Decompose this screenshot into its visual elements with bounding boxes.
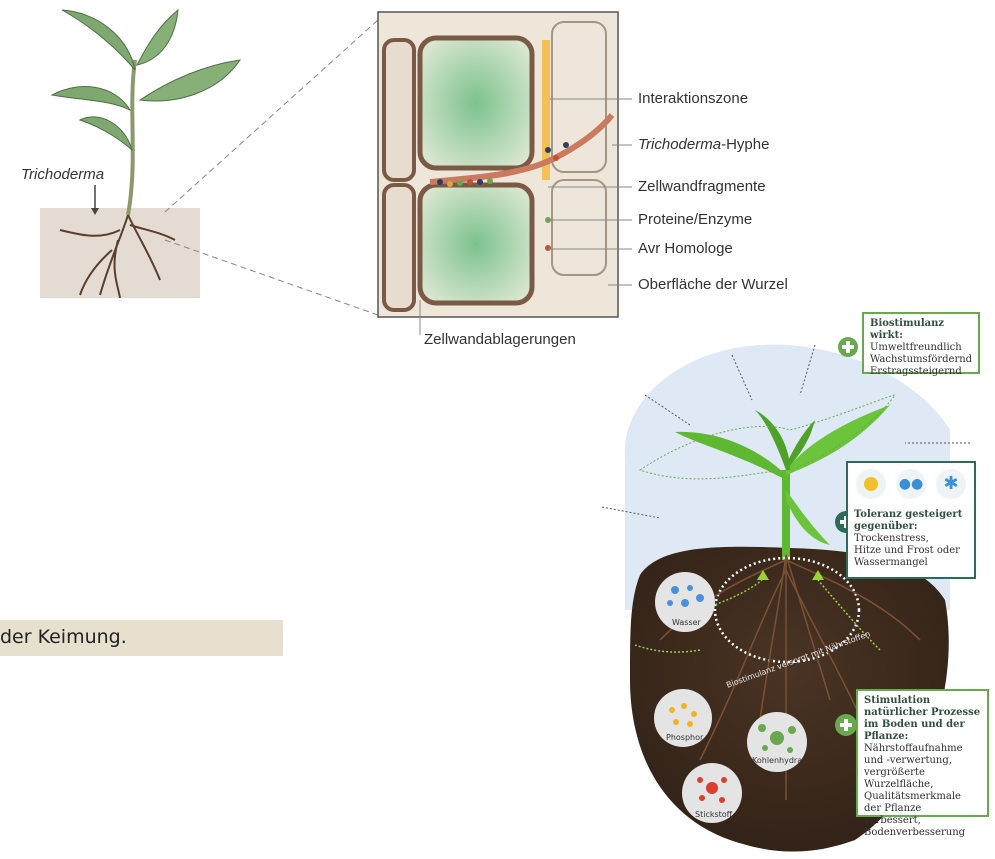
callout-text: -Hyphe [721, 136, 769, 153]
callout-cell-wall-fragments: Zellwandfragmente [638, 178, 766, 195]
plant-cell [420, 185, 532, 303]
box-line: vergrößerte Wurzelfläche, [864, 767, 981, 791]
leaf [137, 10, 178, 65]
callout-avr: Avr Homologe [638, 240, 733, 257]
plus-icon [838, 337, 858, 357]
callout-text: Avr Homologe [638, 240, 733, 257]
water-drops-icon: ●● [896, 469, 926, 499]
box-line: Hitze und Frost oder [854, 545, 968, 557]
callout-text: Interaktionszone [638, 90, 748, 107]
callout-text: Proteine/Enzyme [638, 211, 752, 228]
box-line: Bodenverbesserung [864, 827, 981, 839]
plant-stem [128, 60, 135, 215]
callout-root-surface: Oberfläche der Wurzel [638, 276, 788, 293]
zoom-line [165, 20, 378, 212]
cell-wall-deposits-label: Zellwandablagerungen [424, 331, 576, 348]
callout-proteins: Proteine/Enzyme [638, 211, 752, 228]
leaf [80, 117, 132, 150]
box-line: der Pflanze verbessert, [864, 803, 981, 827]
root-surface-cell [552, 22, 606, 172]
box-line: Erstragssteigernd [870, 366, 972, 378]
box-line: Wachstumsfördernd [870, 354, 972, 366]
callout-hyphe: Trichoderma-Hyphe [638, 136, 769, 153]
info-box-stimulation: Stimulation natürlicher Prozesse im Bode… [856, 689, 989, 817]
box-line: Nährstoffaufnahme [864, 743, 981, 755]
sun-icon [856, 469, 886, 499]
phosphor-label: Phosphor [666, 733, 703, 742]
box-line: und -verwertung, [864, 755, 981, 767]
box-line: Qualitätsmerkmale [864, 791, 981, 803]
nitrogen-label: Stickstoff [695, 810, 732, 819]
box-title: Toleranz gesteigert gegenüber: [854, 509, 968, 533]
info-box-tolerance: ●● ✱ Toleranz gesteigert gegenüber: Troc… [846, 461, 976, 579]
trichoderma-label: Trichoderma [21, 166, 104, 183]
callout-text: Oberfläche der Wurzel [638, 276, 788, 293]
root-surface-cell [552, 180, 606, 275]
box-line: Umweltfreundlich [870, 342, 972, 354]
water-label: Wasser [672, 618, 701, 627]
plant-cell [384, 40, 414, 180]
leaf [140, 60, 240, 101]
plant-cell [384, 185, 414, 310]
soil-block [40, 208, 200, 298]
leaf [62, 10, 135, 70]
plus-icon [835, 714, 857, 736]
leaf [52, 87, 130, 110]
callout-italic: Trichoderma [638, 136, 721, 153]
carbohydrate-label: Kohlenhydrate [752, 756, 810, 765]
box-line: Wassermangel [854, 557, 968, 569]
callout-text: Zellwandfragmente [638, 178, 766, 195]
plant-cell [420, 38, 532, 168]
snowflake-icon: ✱ [936, 469, 966, 499]
caption-text: der Keimung. [0, 626, 127, 648]
box-title: Biostimulanz wirkt: [870, 318, 972, 342]
callout-interaction-zone: Interaktionszone [638, 90, 748, 107]
caption-box: der Keimung. [0, 620, 283, 656]
info-box-biostimulant: Biostimulanz wirkt: Umweltfreundlich Wac… [862, 312, 980, 374]
box-title: Stimulation natürlicher Prozesse im Bode… [864, 695, 981, 743]
box-line: Trockenstress, [854, 533, 968, 545]
